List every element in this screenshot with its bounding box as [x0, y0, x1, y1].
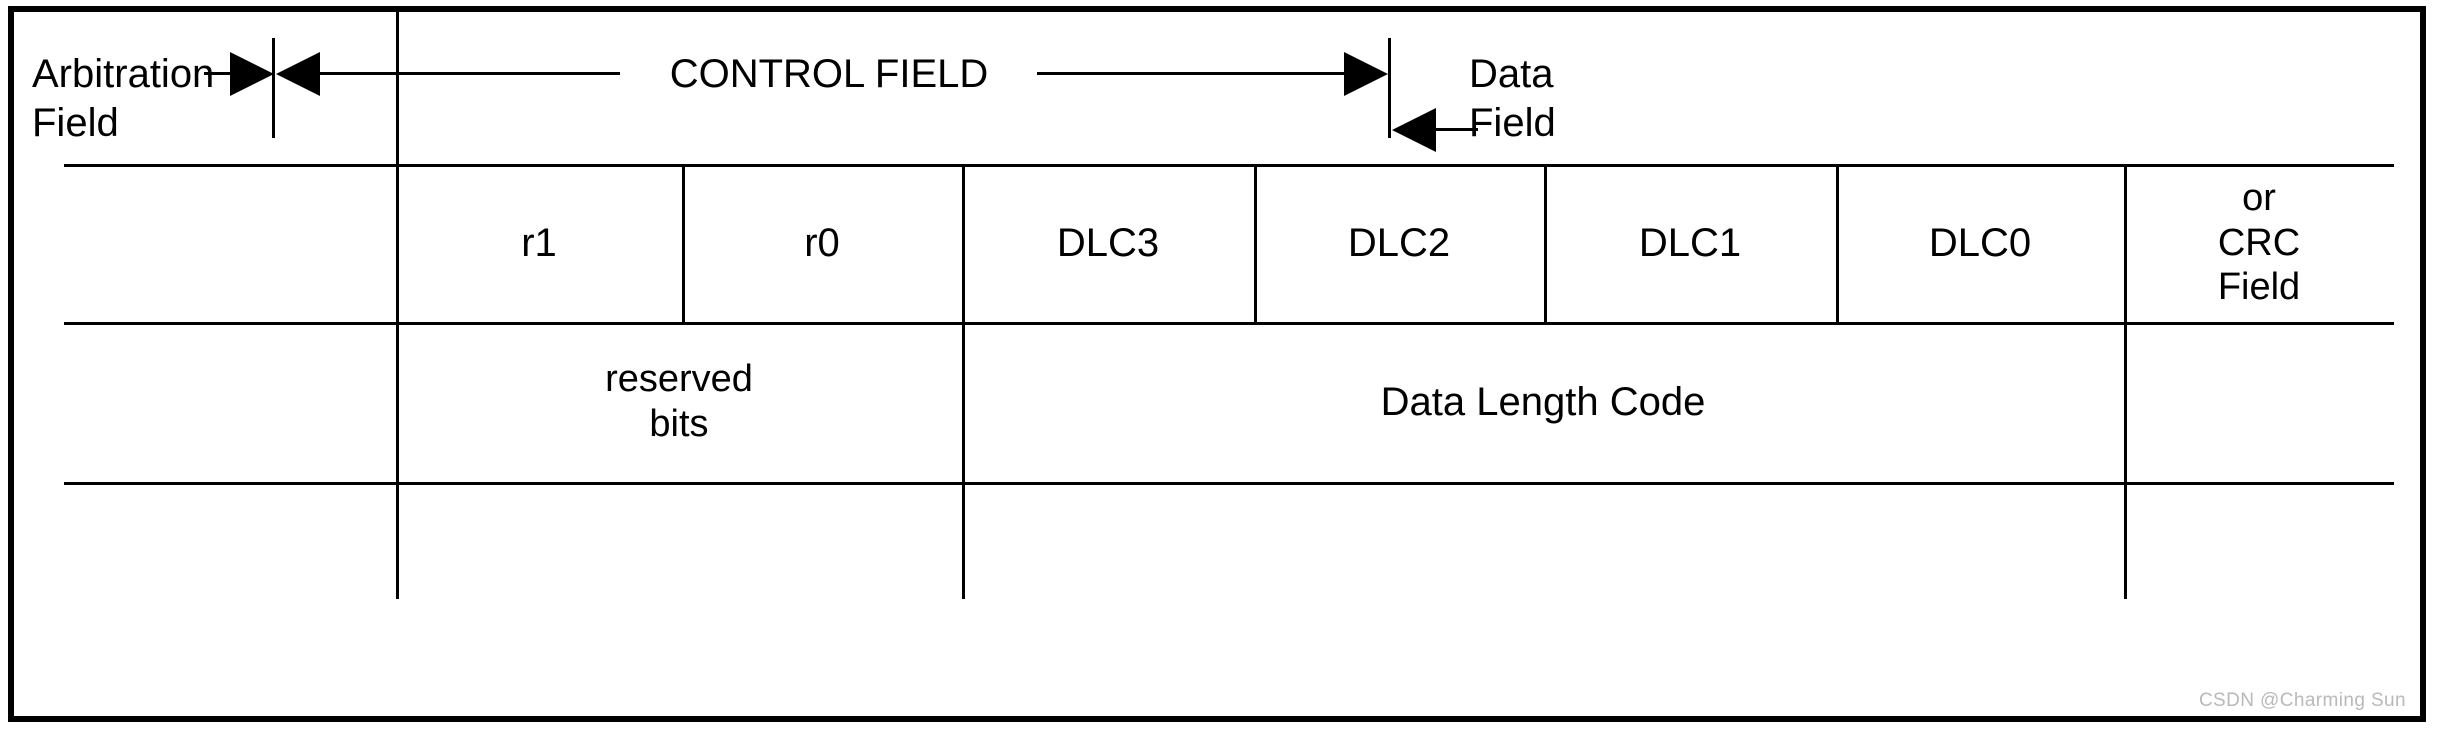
divider-r1-r0	[682, 164, 685, 322]
divider-dlc3-dlc2	[1254, 164, 1257, 322]
group-label-row: reserved bits Data Length Code	[64, 322, 2394, 482]
divider-group-right-full	[2124, 322, 2127, 599]
data-field-leader-line	[1436, 128, 1478, 131]
cell-crc-field-label: or CRC Field	[2217, 176, 2301, 309]
data-field-label: Data Field	[1469, 52, 1556, 145]
divider-group-left-full	[396, 12, 399, 599]
cell-dlc2-label: DLC2	[1347, 220, 1451, 265]
watermark-text: CSDN @Charming Sun	[2198, 690, 2406, 711]
cell-r1: r1	[396, 164, 682, 322]
table-middle-rule	[64, 322, 2394, 325]
arbitration-leader-line	[204, 72, 249, 75]
group-reserved-bits: reserved bits	[396, 322, 962, 482]
divider-dlc0-crc	[2124, 164, 2127, 322]
cell-r1-label: r1	[521, 220, 557, 265]
control-field-table: r1 r0 DLC3 DLC2 DLC1 DLC0 or CRC	[64, 12, 2394, 599]
table-top-rule	[64, 164, 2394, 167]
table-bottom-rule	[64, 482, 2394, 485]
control-field-right-arrowhead-icon	[1344, 52, 1388, 96]
divider-r0-dlc3	[962, 164, 965, 322]
cell-dlc3-label: DLC3	[1056, 220, 1160, 265]
divider-dlc1-dlc0	[1836, 164, 1839, 322]
group-data-length-code-label: Data Length Code	[1380, 379, 1706, 424]
cell-crc-field: or CRC Field	[2124, 164, 2394, 322]
cell-dlc2: DLC2	[1254, 164, 1544, 322]
arbitration-arrowhead-icon	[230, 52, 274, 96]
outer-border: Arbitration Field CONTROL FIELD Data Fie…	[8, 6, 2426, 722]
cell-dlc1-label: DLC1	[1638, 220, 1742, 265]
cell-r0: r0	[682, 164, 962, 322]
cell-spacer-left	[64, 164, 396, 322]
control-field-left-line	[314, 72, 620, 75]
cell-dlc0-label: DLC0	[1928, 220, 2032, 265]
cell-dlc3: DLC3	[962, 164, 1254, 322]
arbitration-field-label: Arbitration Field	[32, 52, 215, 145]
cell-dlc1: DLC1	[1544, 164, 1836, 322]
control-field-left-arrowhead-icon	[276, 52, 320, 96]
control-data-boundary-tick	[1388, 38, 1391, 138]
group-spacer-right	[2124, 322, 2394, 482]
data-field-arrowhead-icon	[1392, 108, 1436, 152]
group-reserved-bits-label: reserved bits	[605, 358, 753, 445]
control-field-title: CONTROL FIELD	[669, 52, 989, 96]
group-spacer-left	[64, 322, 396, 482]
cell-r0-label: r0	[804, 220, 840, 265]
divider-dlc2-dlc1	[1544, 164, 1547, 322]
divider-group-reserved-dlc	[962, 322, 965, 599]
bit-cell-row: r1 r0 DLC3 DLC2 DLC1 DLC0 or CRC	[64, 164, 2394, 322]
cell-dlc0: DLC0	[1836, 164, 2124, 322]
group-data-length-code: Data Length Code	[962, 322, 2124, 482]
control-field-right-line	[1037, 72, 1355, 75]
